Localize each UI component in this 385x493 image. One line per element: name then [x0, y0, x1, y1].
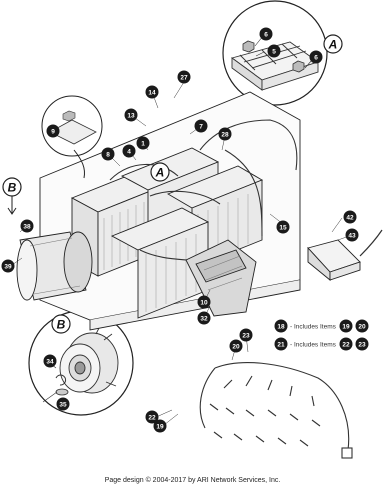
callout-badge: 20	[229, 339, 243, 353]
detail-b-view	[28, 310, 134, 416]
detail-marker-b-detail: B	[51, 314, 71, 334]
callout-badge: 22	[145, 410, 159, 424]
callout-badge: 1	[136, 136, 150, 150]
callout-number: 22	[148, 414, 156, 421]
legend-item-number: 23	[358, 341, 366, 348]
detail-marker-a-top: A	[323, 34, 343, 54]
legend-row: 18 - Includes Items 19 20	[274, 319, 369, 333]
callout-badge: 10	[197, 295, 211, 309]
callout-number: 15	[279, 224, 287, 231]
callout-badge: 38	[20, 219, 34, 233]
washer-part	[55, 388, 69, 396]
callout-number: 4	[127, 148, 131, 155]
callout-badge: 14	[145, 85, 159, 99]
terminal-inset	[41, 95, 103, 179]
detail-letter: B	[57, 318, 66, 332]
callout-badge: 9	[46, 124, 60, 138]
callout-number: 8	[106, 151, 110, 158]
callout-badge: 27	[177, 70, 191, 84]
callout-number: 13	[127, 112, 135, 119]
motor-detail	[59, 325, 119, 394]
callout-badge: 5	[267, 44, 281, 58]
callout-badge: 19	[153, 419, 167, 433]
callout-badge: 43	[345, 228, 359, 242]
callout-number: 9	[51, 128, 55, 135]
callout-number: 39	[4, 263, 12, 270]
callout-number: 7	[199, 123, 203, 130]
motor	[16, 231, 93, 301]
callout-number: 14	[148, 89, 156, 96]
legend-item-number: 20	[358, 323, 366, 330]
battery-block	[110, 207, 210, 319]
callout-badge: 39	[1, 259, 15, 273]
callout-number: 1	[141, 140, 145, 147]
detail-letter: A	[155, 166, 165, 180]
wire-harness	[199, 361, 353, 459]
callout-number: 38	[23, 223, 31, 230]
footer-copyright: Page design © 2004-2017 by ARI Network S…	[104, 477, 281, 484]
callout-number: 5	[272, 48, 276, 55]
legend-text: - Includes Items	[290, 341, 337, 348]
callout-badge: 7	[194, 119, 208, 133]
detail-letter: B	[8, 181, 17, 195]
callout-badge: 42	[343, 210, 357, 224]
charger-receptacle	[307, 229, 383, 281]
callout-number: 34	[46, 358, 54, 365]
detail-marker-b-main: B	[2, 177, 22, 215]
callout-number: 42	[346, 214, 354, 221]
callout-badge: 6	[309, 50, 323, 64]
callout-number: 28	[221, 131, 229, 138]
callout-badge: 34	[43, 354, 57, 368]
callout-number: 20	[232, 343, 240, 350]
detail-letter: A	[328, 38, 338, 52]
callout-badge: 15	[276, 220, 290, 234]
callout-badge: 4	[122, 144, 136, 158]
detail-marker-a-main: A	[150, 162, 170, 182]
controller-duct	[185, 239, 257, 317]
legend-item-number: 22	[342, 341, 350, 348]
callout-number: 23	[242, 332, 250, 339]
callout-badge: 13	[124, 108, 138, 122]
callout-badge: 35	[56, 397, 70, 411]
callout-badge: 28	[218, 127, 232, 141]
callout-number: 32	[200, 315, 208, 322]
legend-item-number: 19	[342, 323, 350, 330]
callout-badge: 23	[239, 328, 253, 342]
callout-number: 43	[348, 232, 356, 239]
callout-number: 35	[59, 401, 67, 408]
callout-badge: 32	[197, 311, 211, 325]
legend-item-number: 21	[277, 341, 285, 348]
callout-number: 27	[180, 74, 188, 81]
callout-badge: 6	[259, 27, 273, 41]
callout-badge: 8	[101, 147, 115, 161]
nut-part	[242, 40, 305, 73]
legend-row: 21 - Includes Items 22 23	[274, 337, 369, 351]
callout-number: 6	[314, 54, 318, 61]
callout-number: 19	[156, 423, 164, 430]
retaining-ring	[55, 374, 67, 386]
legend: 18 - Includes Items 19 20 21 - Includes Items…	[274, 319, 369, 351]
legend-item-number: 18	[277, 323, 285, 330]
callout-number: 10	[200, 299, 208, 306]
battery-block	[166, 165, 264, 269]
callout-number: 6	[264, 31, 268, 38]
legend-text: - Includes Items	[290, 323, 337, 330]
